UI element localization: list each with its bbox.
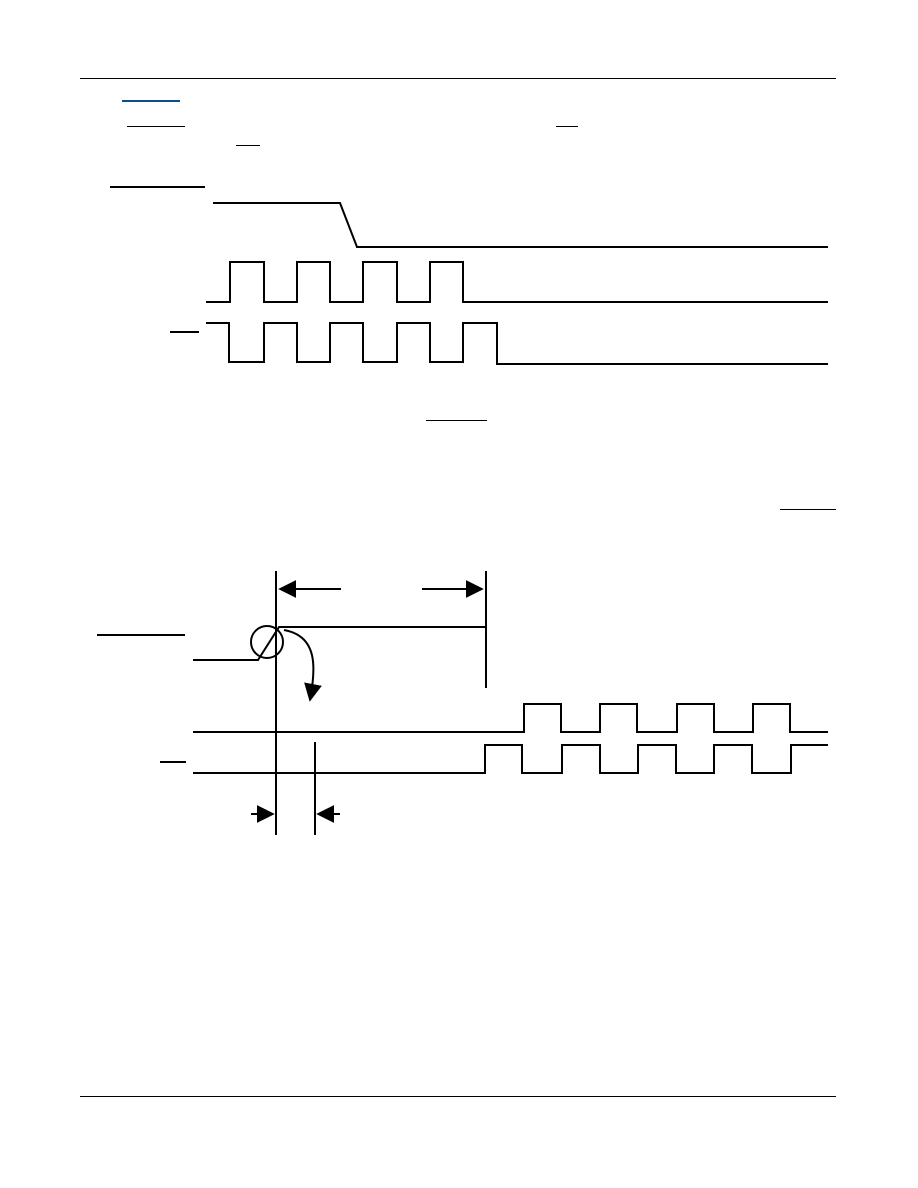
clock-inverted-waveform <box>193 744 828 774</box>
text-overbar <box>556 126 578 127</box>
control-signal-waveform <box>213 202 828 248</box>
edge-causality-arrow <box>283 629 322 702</box>
clock-waveform <box>206 261 828 303</box>
control-signal-waveform <box>193 626 486 661</box>
heading-accent <box>122 100 180 102</box>
text-overbar <box>127 126 185 127</box>
timing-diagram-bottom <box>97 571 828 835</box>
footer-rule <box>80 1096 836 1097</box>
text-overbar <box>426 420 487 421</box>
edge-marker-circle <box>250 625 284 659</box>
timing-diagram-top <box>110 186 828 365</box>
header-rule <box>80 78 836 79</box>
text-overbar <box>780 509 836 510</box>
clock-waveform <box>193 703 828 733</box>
text-overbar <box>236 145 260 146</box>
clock-inverted-waveform <box>206 322 828 365</box>
